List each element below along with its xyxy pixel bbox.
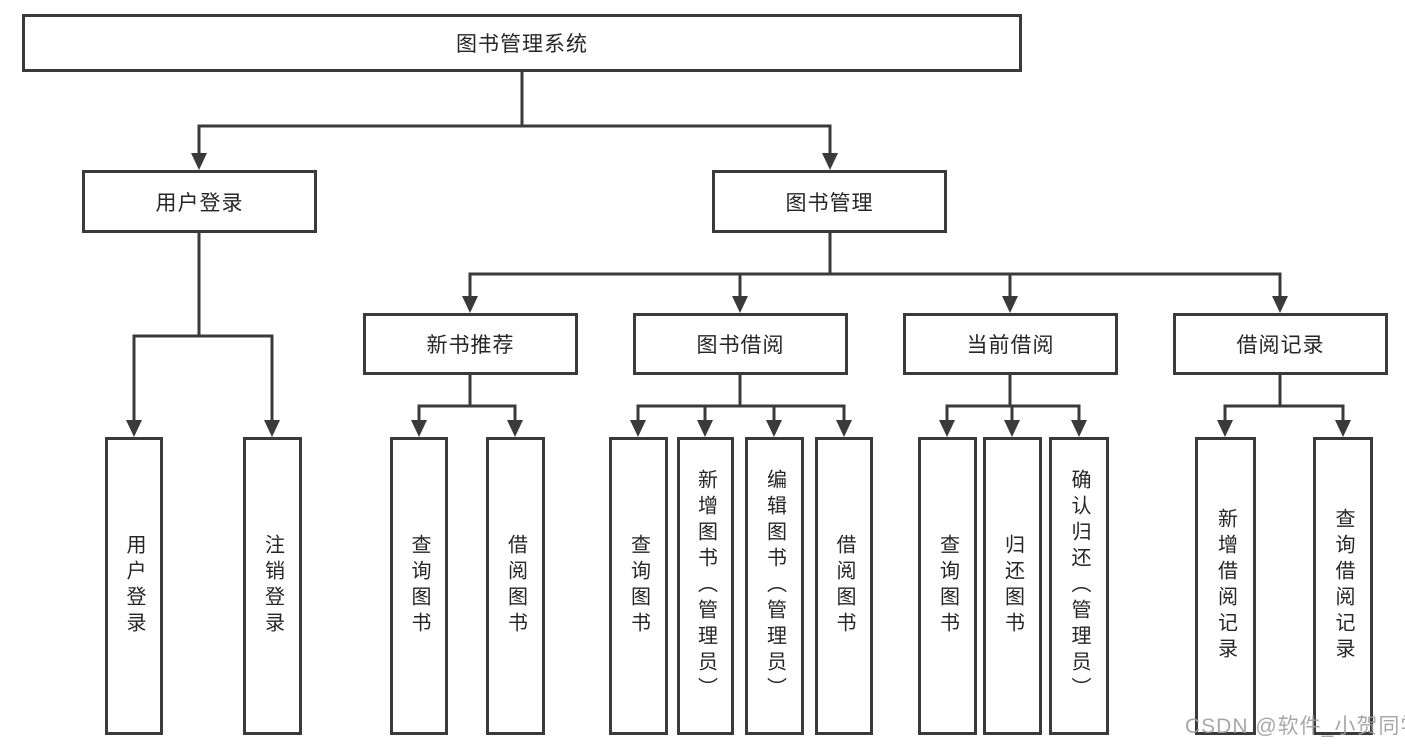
leaf-user-login: 用户登录 (105, 437, 163, 735)
node-label: 查询图书 (627, 534, 650, 638)
node-label: 编辑图书（管理员） (763, 469, 786, 703)
node-label: 用户登录 (155, 191, 244, 215)
leaf-query-books: 查询图书 (918, 437, 977, 735)
node-label: 查询图书 (408, 534, 430, 638)
arrow-down-icon (126, 420, 142, 437)
node-label: 查询借阅记录 (1332, 508, 1354, 664)
node-book-management: 图书管理 (712, 170, 947, 233)
arrow-down-icon (1335, 420, 1351, 437)
arrow-down-icon (191, 153, 207, 170)
arrow-down-icon (697, 420, 713, 437)
arrow-down-icon (1272, 296, 1288, 313)
node-label: 借阅记录 (1236, 334, 1325, 357)
arrow-down-icon (1217, 420, 1233, 437)
leaf-query-books: 查询图书 (609, 437, 668, 735)
node-label: 注销登录 (261, 534, 284, 638)
arrow-down-icon (630, 420, 646, 437)
leaf-add-borrow-record: 新增借阅记录 (1195, 437, 1256, 735)
node-label: 确认归还（管理员） (1068, 469, 1090, 703)
leaf-borrow-books: 借阅图书 (486, 437, 545, 735)
arrow-down-icon (462, 296, 478, 313)
node-borrowing-records: 借阅记录 (1173, 313, 1388, 375)
arrow-down-icon (939, 420, 955, 437)
node-user-login: 用户登录 (82, 170, 317, 233)
leaf-edit-books-admin: 编辑图书（管理员） (745, 437, 804, 735)
node-book-borrowing: 图书借阅 (633, 313, 848, 375)
node-label: 图书管理 (785, 191, 874, 215)
leaf-logout: 注销登录 (243, 437, 302, 735)
node-label: 新增借阅记录 (1214, 508, 1237, 664)
arrow-down-icon (411, 420, 427, 437)
leaf-query-books: 查询图书 (390, 437, 448, 735)
node-label: 当前借阅 (966, 334, 1055, 357)
leaf-return-books: 归还图书 (983, 437, 1042, 735)
node-label: 借阅图书 (504, 534, 527, 638)
arrow-down-icon (264, 420, 280, 437)
node-label: 图书借阅 (696, 334, 785, 357)
node-current-borrowing: 当前借阅 (903, 313, 1118, 375)
leaf-borrow-books: 借阅图书 (815, 437, 873, 735)
leaf-confirm-return-admin: 确认归还（管理员） (1049, 437, 1109, 735)
arrow-down-icon (822, 153, 838, 170)
node-label: 新增图书（管理员） (694, 469, 717, 703)
node-label: 借阅图书 (833, 534, 855, 638)
arrow-down-icon (766, 420, 782, 437)
node-label: 新书推荐 (426, 334, 515, 357)
arrow-down-icon (1004, 420, 1020, 437)
node-label: 用户登录 (123, 534, 145, 638)
node-label: 归还图书 (1001, 534, 1024, 638)
arrow-down-icon (1002, 296, 1018, 313)
arrow-down-icon (1071, 420, 1087, 437)
arrow-down-icon (732, 296, 748, 313)
node-library-management-system: 图书管理系统 (22, 14, 1022, 72)
leaf-query-borrow-record: 查询借阅记录 (1313, 437, 1373, 735)
node-label: 查询图书 (936, 534, 959, 638)
node-new-book-recommendation: 新书推荐 (363, 313, 578, 375)
csdn-watermark: CSDN @软件_小贺同学 (1185, 715, 1405, 738)
leaf-add-books-admin: 新增图书（管理员） (677, 437, 734, 735)
arrow-down-icon (507, 420, 523, 437)
node-label: 图书管理系统 (456, 33, 588, 56)
arrow-down-icon (836, 420, 852, 437)
